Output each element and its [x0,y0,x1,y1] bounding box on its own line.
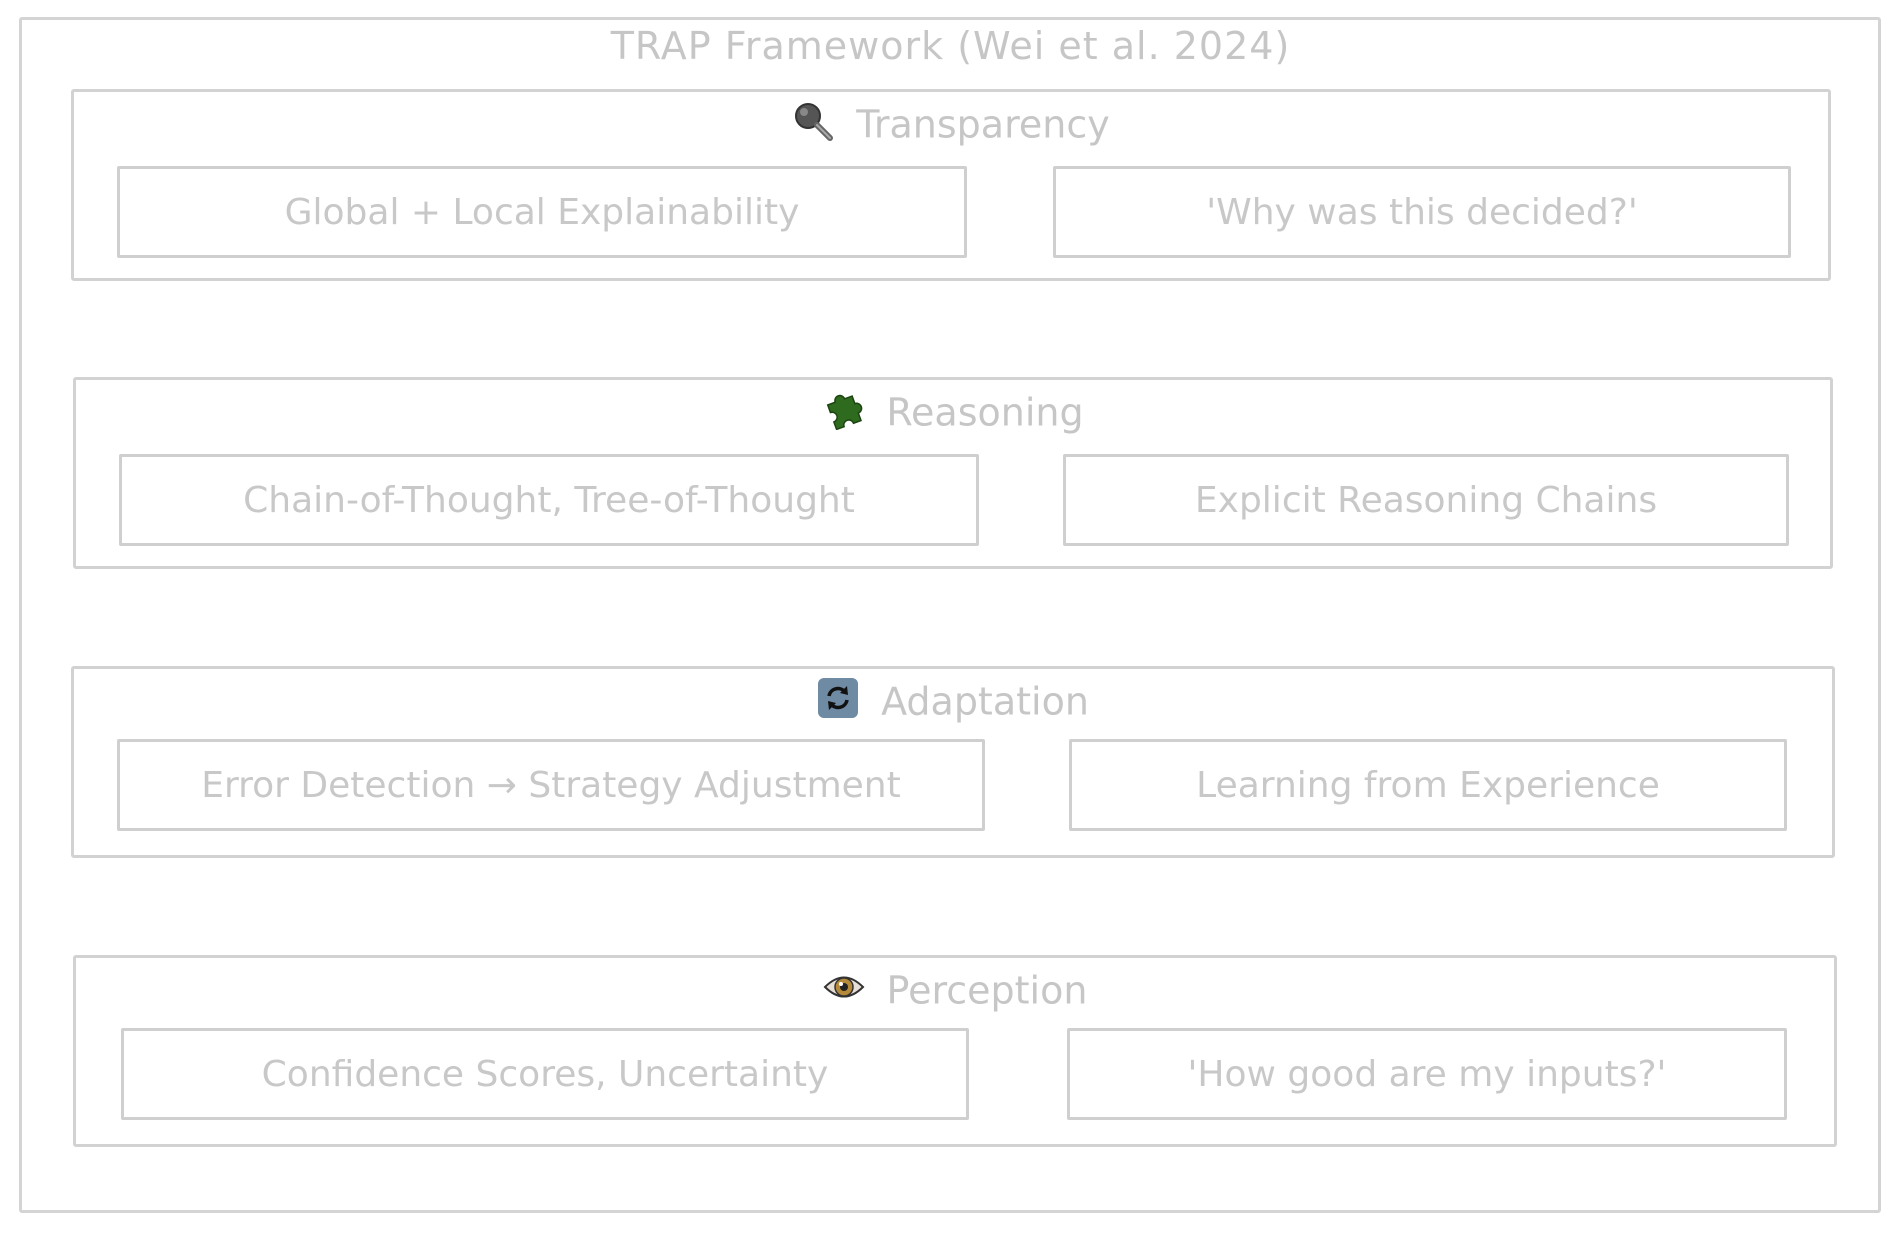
transparency-left-box: Global + Local Explainability [117,166,967,258]
puzzle-icon [822,388,864,430]
adaptation-left-box: Error Detection → Strategy Adjustment [117,739,985,831]
layer-perception: Perception Confidence Scores, Uncertaint… [73,955,1837,1147]
layer-label: Adaptation [881,679,1089,724]
layer-header-adaptation: Adaptation [74,677,1832,724]
layer-reasoning: Reasoning Chain-of-Thought, Tree-of-Thou… [73,377,1833,569]
transparency-right-box: 'Why was this decided?' [1053,166,1791,258]
layer-label: Perception [886,968,1088,1013]
layer-transparency: Transparency Global + Local Explainabili… [71,89,1831,281]
diagram-title: TRAP Framework (Wei et al. 2024) [610,24,1291,68]
adaptation-right-box: Learning from Experience [1069,739,1787,831]
layer-label: Transparency [856,102,1110,147]
diagram-frame [19,17,1881,1213]
perception-left-box: Confidence Scores, Uncertainty [121,1028,969,1120]
layer-header-transparency: Transparency [74,100,1828,147]
eye-icon [823,966,865,1008]
perception-right-box: 'How good are my inputs?' [1067,1028,1787,1120]
layer-adaptation: Adaptation Error Detection → Strategy Ad… [71,666,1835,858]
layer-header-perception: Perception [76,966,1834,1013]
reasoning-left-box: Chain-of-Thought, Tree-of-Thought [119,454,979,546]
layer-header-reasoning: Reasoning [76,388,1830,435]
layer-label: Reasoning [886,390,1084,435]
refresh-icon [817,677,859,719]
magnifier-icon [792,100,834,142]
reasoning-right-box: Explicit Reasoning Chains [1063,454,1789,546]
